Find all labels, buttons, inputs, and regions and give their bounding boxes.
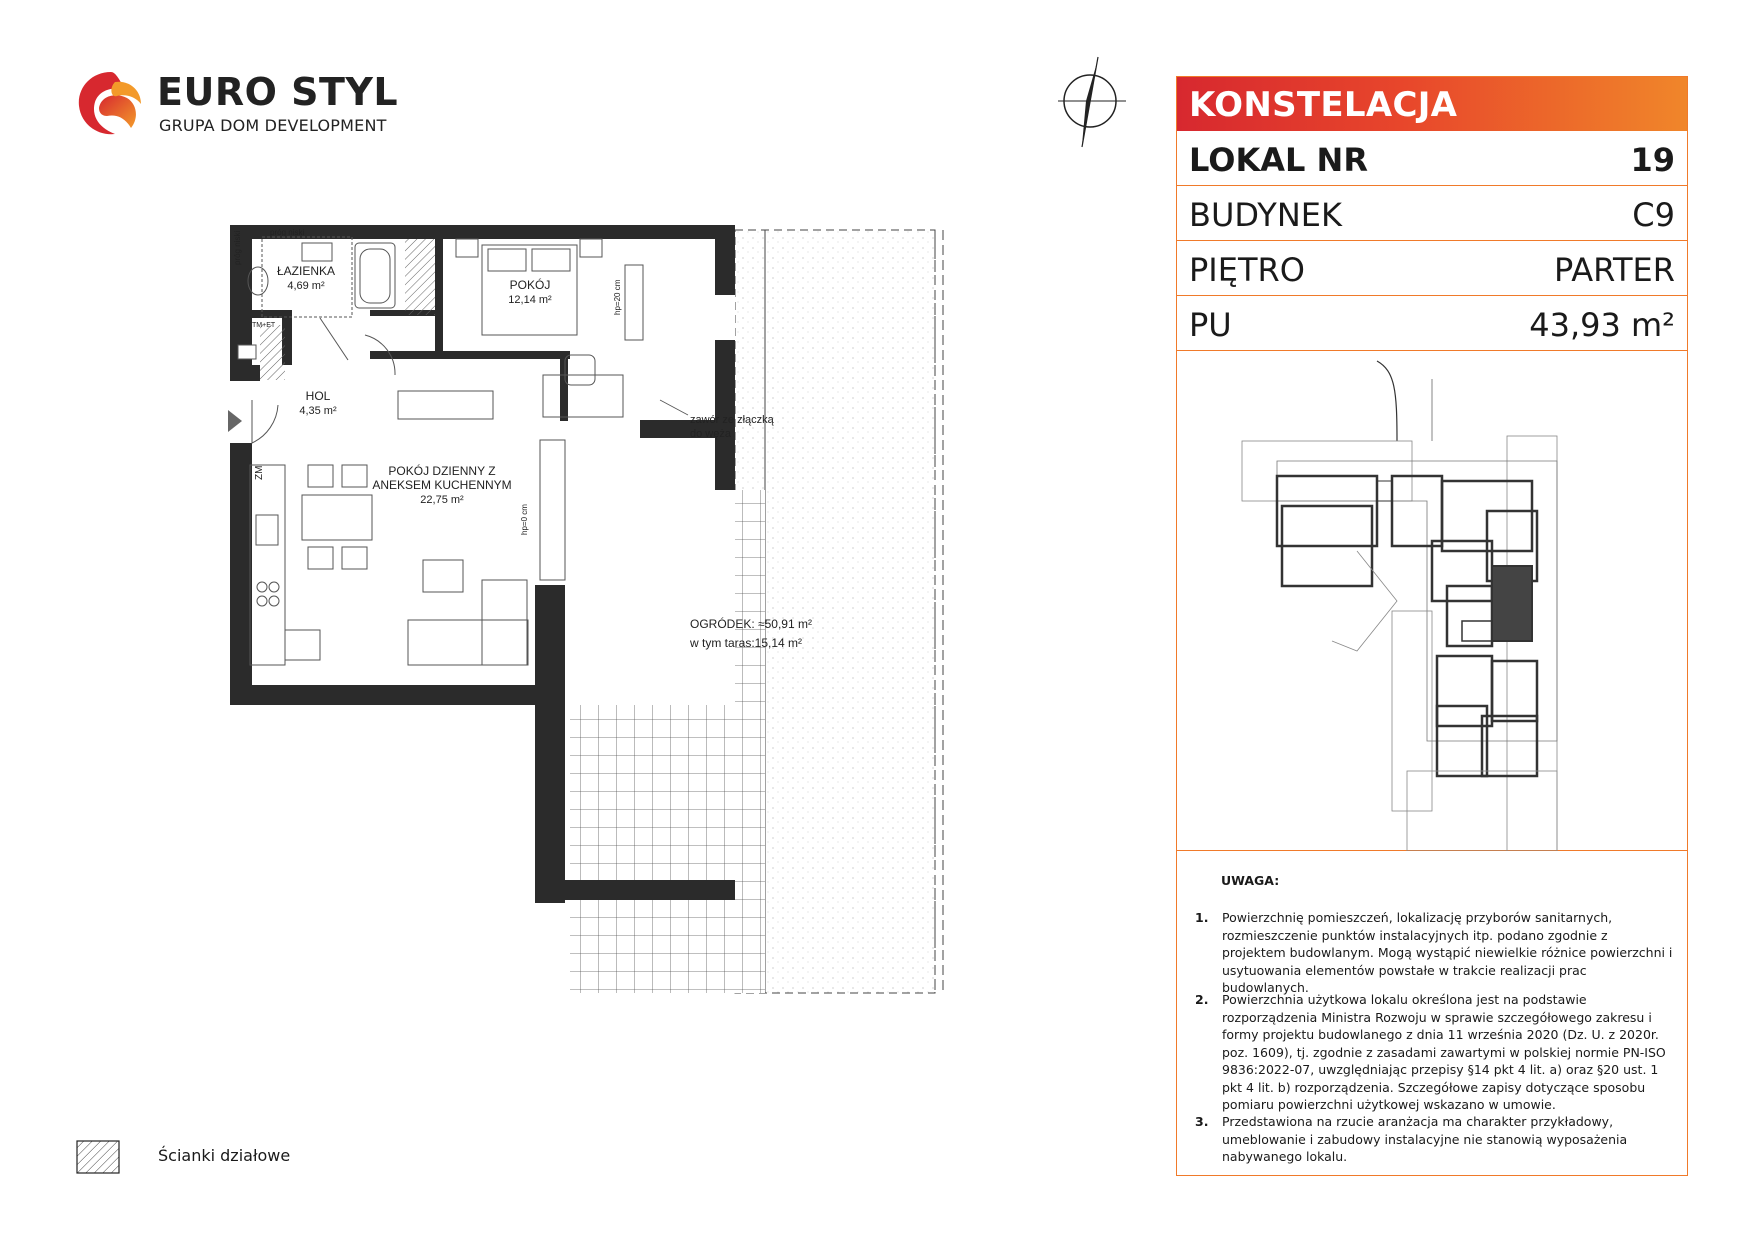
note-1-number: 1.	[1195, 910, 1209, 925]
row-budynek-label: BUDYNEK	[1189, 196, 1342, 234]
note-2-number: 2.	[1195, 992, 1209, 1007]
room-living-name-2: ANEKSEM KUCHENNYM	[372, 478, 511, 492]
row-lokal-value: 19	[1630, 141, 1675, 179]
brand-mark-icon	[78, 72, 141, 135]
building-key-plan	[1241, 360, 1558, 851]
room-bedroom-name: POKÓJ	[510, 277, 551, 292]
label-zawor-1: zawór ze złączką	[690, 414, 775, 426]
room-bathroom-area: 4,69 m²	[287, 280, 325, 292]
notes-section: UWAGA: 1. Powierzchnię pomieszczeń, loka…	[1177, 851, 1687, 1171]
room-hall-area: 4,35 m²	[299, 405, 337, 417]
note-2-text: Powierzchnia użytkowa lokalu określona j…	[1222, 992, 1666, 1112]
room-living-name-1: POKÓJ DZIENNY Z	[388, 463, 495, 478]
label-hp20: hp=20 cm	[613, 279, 622, 315]
legend-label: Ścianki działowe	[158, 1146, 291, 1165]
notes-title: UWAGA:	[1221, 873, 1280, 888]
brand-subtitle: GRUPA DOM DEVELOPMENT	[159, 116, 387, 135]
label-ogrodek: OGRÓDEK: ≈50,91 m²	[690, 616, 812, 631]
row-lokal-label: LOKAL NR	[1189, 141, 1368, 179]
room-hall-name: HOL	[306, 389, 331, 403]
row-pu: PU 43,93 m²	[1177, 296, 1687, 351]
keyplan-box	[1177, 351, 1687, 851]
floor-plan: ŁAZIENKA 4,69 m² POKÓJ 12,14 m² HOL 4,35…	[228, 225, 944, 994]
row-pietro-value: PARTER	[1553, 251, 1675, 289]
label-prog-niski-1: próg niski	[270, 228, 304, 237]
row-pietro: PIĘTRO PARTER	[1177, 241, 1687, 296]
row-budynek-value: C9	[1632, 196, 1675, 234]
note-3: 3. Przedstawiona na rzucie aranżacja ma …	[1195, 1113, 1675, 1167]
brand-logo: EURO STYL GRUPA DOM DEVELOPMENT	[75, 68, 398, 138]
room-bedroom-area: 12,14 m²	[508, 294, 552, 306]
row-pu-label: PU	[1189, 306, 1232, 344]
label-zawor-2: do węża	[690, 428, 732, 440]
note-3-number: 3.	[1195, 1114, 1209, 1129]
project-name: KONSTELACJA	[1189, 85, 1458, 125]
note-1: 1. Powierzchnię pomieszczeń, lokalizację…	[1195, 909, 1675, 995]
row-budynek: BUDYNEK C9	[1177, 186, 1687, 241]
label-tm-et: TM+ET	[252, 322, 276, 329]
note-1-text: Powierzchnię pomieszczeń, lokalizację pr…	[1222, 910, 1673, 995]
info-panel: KONSTELACJA LOKAL NR 19 BUDYNEK C9 PIĘTR…	[1176, 76, 1688, 1176]
note-3-text: Przedstawiona na rzucie aranżacja ma cha…	[1222, 1114, 1628, 1164]
note-2: 2. Powierzchnia użytkowa lokalu określon…	[1195, 991, 1675, 1131]
panel-header: KONSTELACJA	[1177, 77, 1687, 131]
room-bathroom-name: ŁAZIENKA	[277, 264, 335, 278]
north-arrow-icon	[1058, 56, 1126, 148]
label-zm: ZM	[254, 466, 265, 480]
label-hp0: hp=0 cm	[520, 504, 529, 535]
garden-area	[735, 230, 935, 993]
row-pietro-label: PIĘTRO	[1189, 251, 1305, 289]
room-living-area: 22,75 m²	[420, 494, 464, 506]
row-pu-value: 43,93 m²	[1529, 306, 1675, 344]
row-lokal: LOKAL NR 19	[1177, 131, 1687, 186]
label-taras: w tym taras:15,14 m²	[689, 636, 802, 650]
partition-wall-swatch-icon	[76, 1140, 120, 1174]
label-prog-niski-2: próg niski	[233, 231, 242, 265]
brand-name: EURO STYL	[157, 70, 399, 114]
